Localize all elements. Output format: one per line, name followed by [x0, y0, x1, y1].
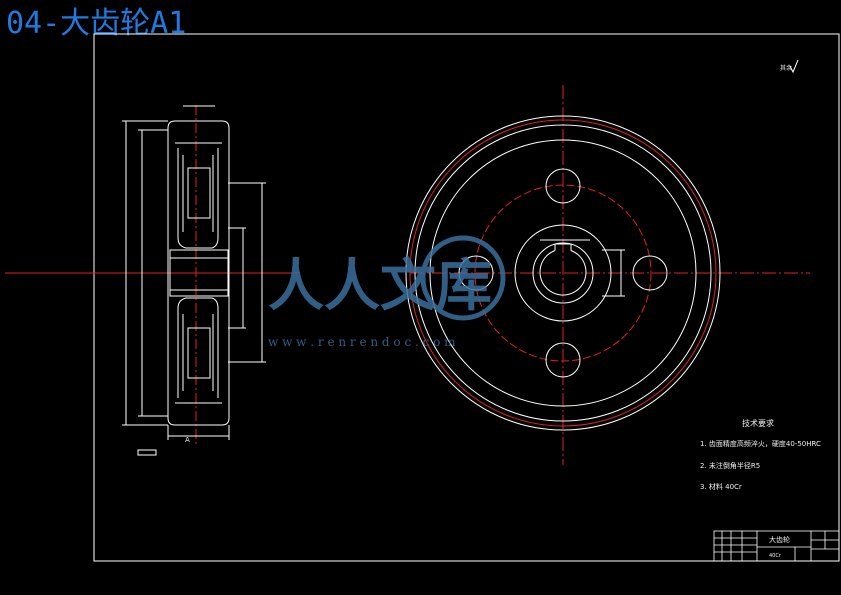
outer-circle	[405, 115, 721, 431]
tech-req-item: 3. 材料 40Cr	[700, 482, 742, 491]
title-block	[713, 530, 840, 562]
watermark-logo-circle	[420, 235, 506, 321]
bolt-hole-bottom	[545, 342, 581, 378]
watermark-brand: 人人文库	[268, 253, 492, 319]
title-block-material: 40Cr	[769, 553, 782, 559]
technical-requirements: 技术要求 1. 齿面精度高频淬火，硬度40-50HRC 2. 未注倒角半径R5 …	[700, 418, 821, 491]
drawing-title: 04-大齿轮A1	[6, 6, 187, 41]
title-block-part-name: 大齿轮	[769, 535, 790, 544]
bolt-hole-left	[458, 255, 494, 291]
side-view	[5, 105, 300, 456]
bore-chamfer-circle	[532, 242, 594, 304]
bolt-hole-right	[632, 255, 668, 291]
watermark: 人人文库 w w w . r e n r e n d o c . c o m	[268, 235, 506, 349]
tech-req-heading: 技术要求	[742, 418, 774, 428]
bore-with-keyway	[539, 243, 587, 296]
root-circle	[414, 124, 712, 422]
front-view	[405, 85, 810, 465]
drawing-border	[93, 33, 840, 562]
web-outer-circle	[429, 139, 697, 407]
side-view-tag: A	[185, 436, 190, 444]
bolt-hole-circle	[474, 184, 652, 362]
roughness-note: 其余	[780, 64, 792, 72]
roughness-symbol	[789, 59, 799, 74]
hub-outer-circle	[514, 224, 612, 322]
pitch-circle	[409, 119, 717, 427]
tech-req-item: 1. 齿面精度高频淬火，硬度40-50HRC	[700, 439, 821, 448]
tech-req-item: 2. 未注倒角半径R5	[700, 461, 760, 470]
bolt-hole-top	[545, 168, 581, 204]
watermark-url: w w w . r e n r e n d o c . c o m	[268, 335, 456, 349]
